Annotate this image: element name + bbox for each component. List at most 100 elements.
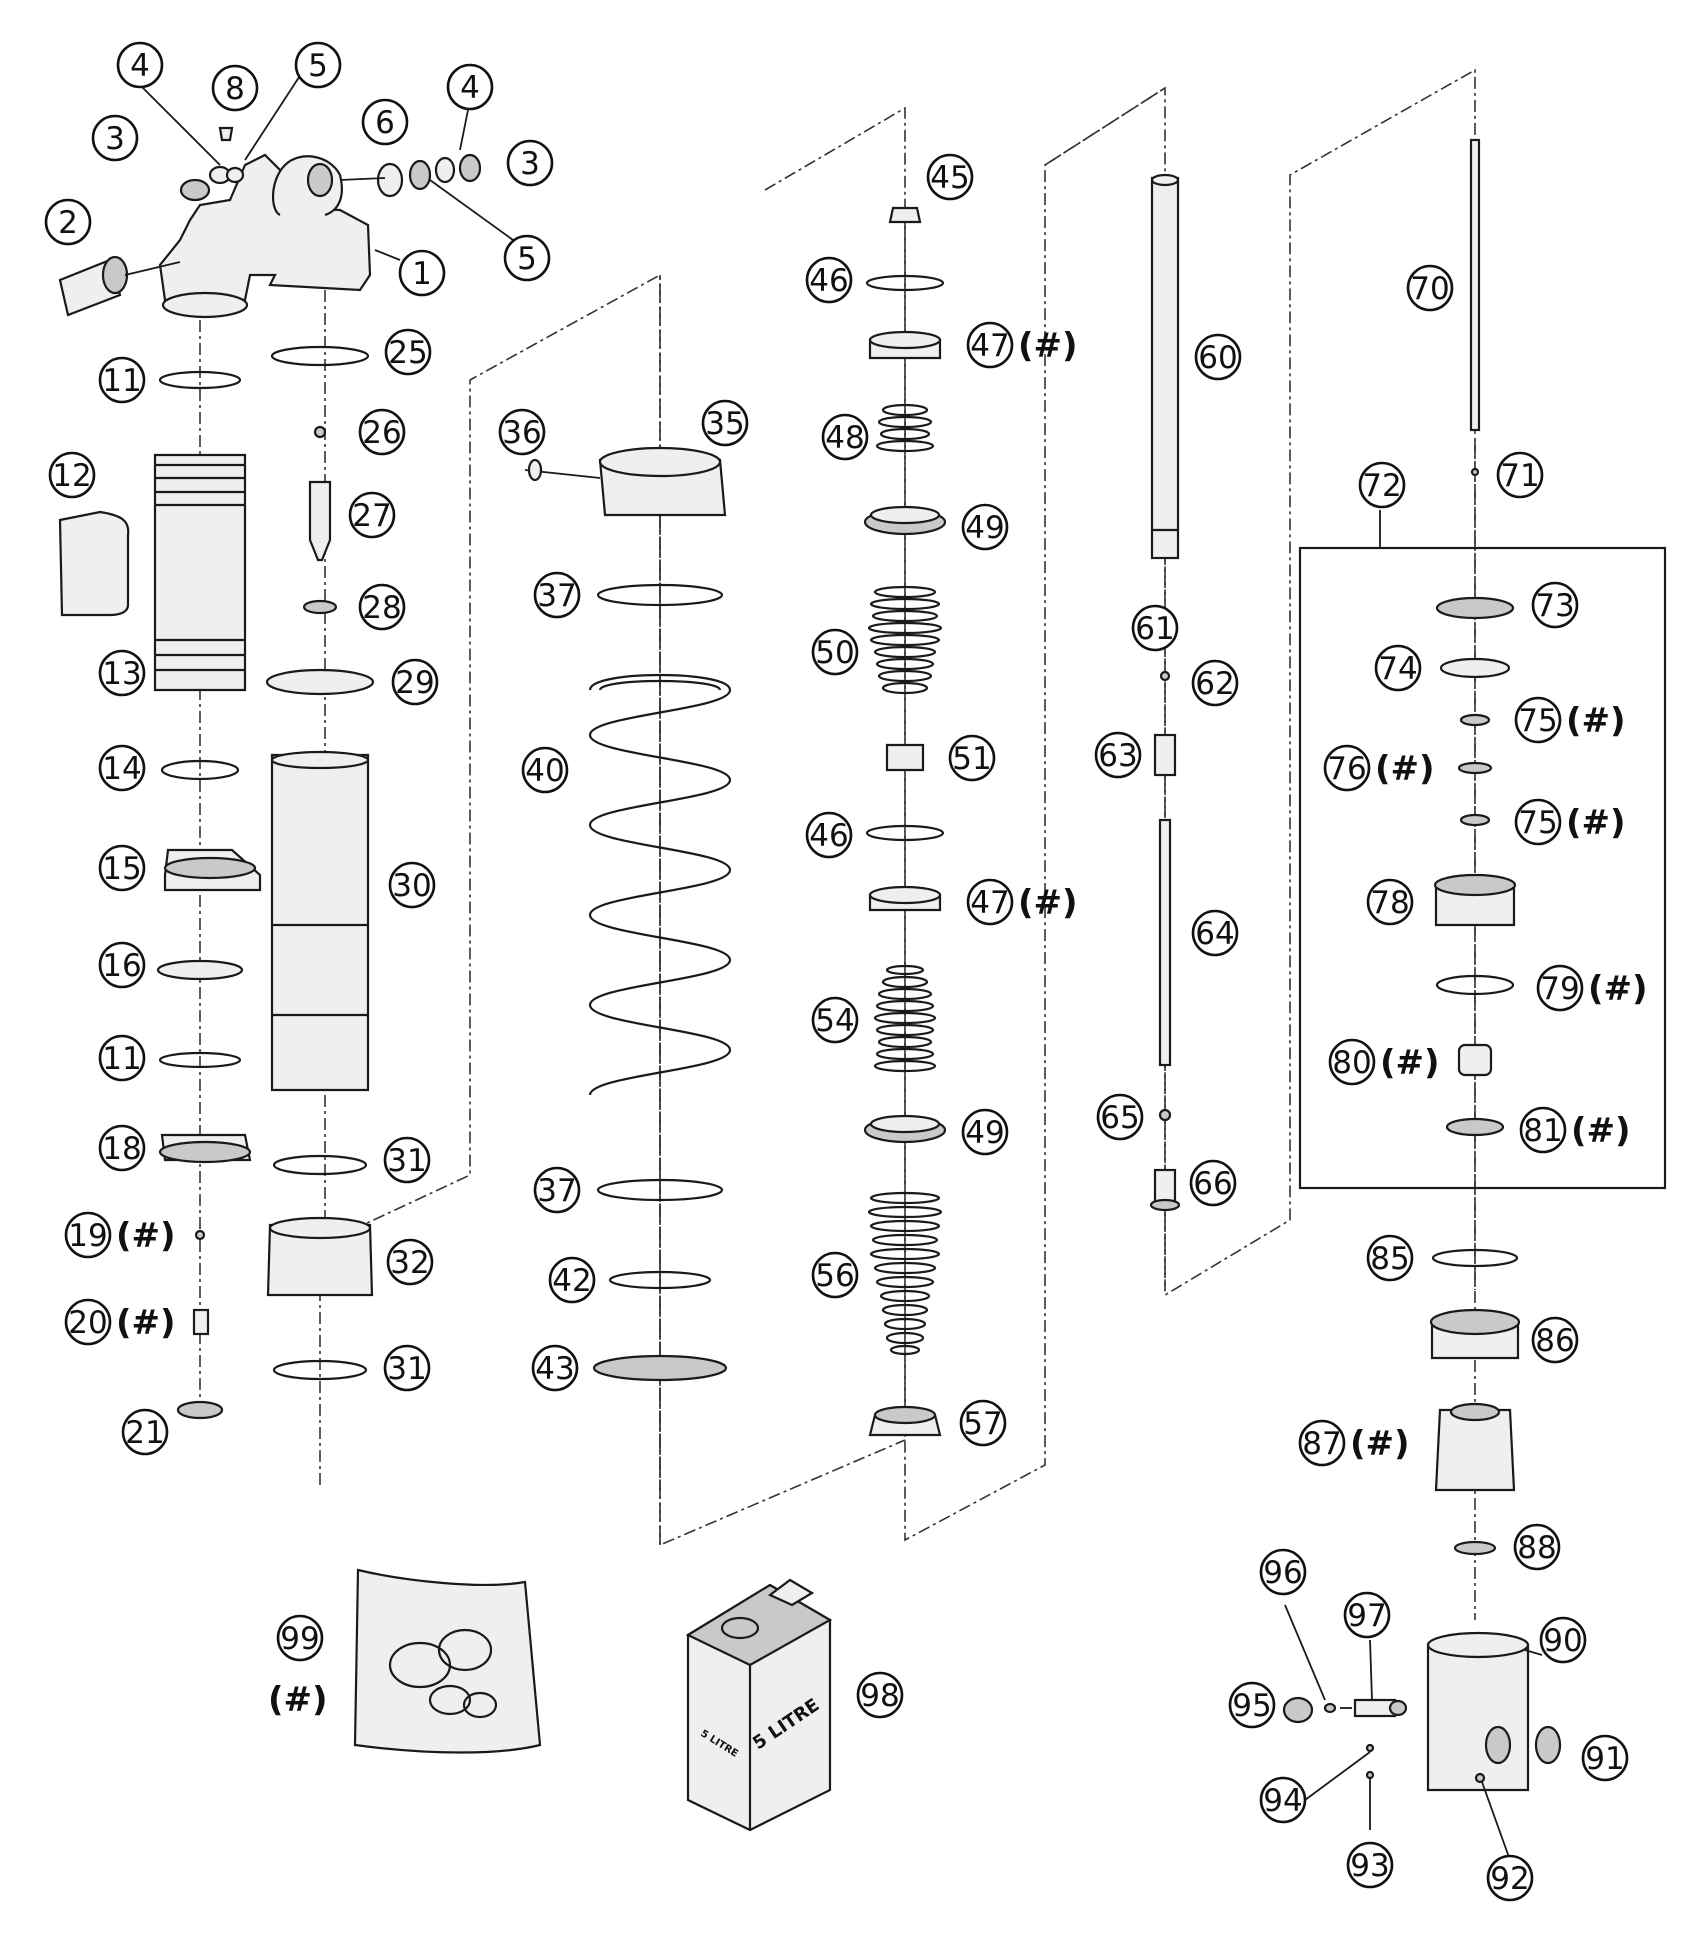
callout-number: 85	[1370, 1241, 1409, 1277]
optional-part-mark: (#)	[1375, 749, 1435, 789]
callout-number: 3	[520, 146, 540, 182]
callout-circle	[1131, 604, 1179, 652]
callout-72: 72	[1358, 461, 1406, 509]
callout-circle	[384, 328, 432, 376]
callout-circle	[398, 249, 446, 297]
callout-number: 57	[963, 1406, 1002, 1442]
callout-number: 3	[105, 121, 125, 157]
callout-3: 3	[506, 139, 554, 187]
callout-circle	[959, 1399, 1007, 1447]
callout-11: 11	[98, 1034, 146, 1082]
optional-part-mark: (#)	[1566, 701, 1626, 741]
callout-number: 64	[1195, 916, 1234, 952]
callout-circle	[503, 234, 551, 282]
callout-91: 91	[1581, 1734, 1629, 1782]
callout-14: 14	[98, 744, 146, 792]
callout-circle	[358, 408, 406, 456]
callout-99: 99	[276, 1614, 324, 1662]
optional-part-mark: (#)	[268, 1680, 328, 1720]
callout-93: 93	[1346, 1841, 1394, 1889]
callout-number: 48	[825, 420, 864, 456]
callout-circle	[383, 1344, 431, 1392]
callout-49: 49	[961, 1108, 1009, 1156]
callout-circle	[531, 1344, 579, 1392]
callout-circle	[1346, 1841, 1394, 1889]
callout-number: 61	[1135, 611, 1174, 647]
spring-column-parts	[524, 446, 732, 1382]
optional-part-mark: (#)	[1018, 326, 1078, 366]
panel-dividers	[319, 68, 1476, 1547]
callout-number: 31	[387, 1351, 426, 1387]
shaft-column-parts	[1149, 173, 1181, 1212]
callout-circle	[121, 1408, 169, 1456]
callout-circle	[348, 491, 396, 539]
callout-number: 25	[388, 335, 427, 371]
seal-kit-bag	[353, 1568, 542, 1754]
callout-circle	[966, 321, 1014, 369]
callout-number: 72	[1362, 468, 1401, 504]
callout-circle	[116, 41, 164, 89]
callout-circle	[388, 861, 436, 909]
callout-number: 14	[102, 751, 141, 787]
callout-circle	[1259, 1548, 1307, 1596]
callout-19: 19(#)	[64, 1211, 176, 1259]
callout-number: 4	[130, 48, 150, 84]
callout-3: 3	[91, 114, 139, 162]
callout-29: 29	[391, 658, 439, 706]
callout-28: 28	[358, 583, 406, 631]
callout-36: 36	[498, 408, 546, 456]
callout-16: 16	[98, 941, 146, 989]
callout-94: 94	[1259, 1776, 1307, 1824]
callout-circle	[506, 139, 554, 187]
callout-circle	[1531, 581, 1579, 629]
callout-70: 70	[1406, 264, 1454, 312]
callout-number: 87	[1302, 1426, 1341, 1462]
callout-circle	[811, 1251, 859, 1299]
callout-circle	[1228, 1681, 1276, 1729]
callout-number: 65	[1100, 1100, 1139, 1136]
optional-part-mark: (#)	[1588, 969, 1648, 1009]
callout-66: 66	[1189, 1159, 1237, 1207]
callout-circle	[1259, 1776, 1307, 1824]
callout-32: 32	[386, 1238, 434, 1286]
callout-circle	[358, 583, 406, 631]
callout-number: 20	[68, 1305, 107, 1341]
callout-27: 27	[348, 491, 396, 539]
callout-50: 50	[811, 628, 859, 676]
callout-circle	[98, 941, 146, 989]
callout-76: 76(#)	[1323, 744, 1435, 792]
callout-number: 21	[125, 1415, 164, 1451]
callout-18: 18	[98, 1124, 146, 1172]
callout-number: 43	[535, 1351, 574, 1387]
callout-48: 48	[821, 413, 869, 461]
callout-circle	[1358, 461, 1406, 509]
callout-79: 79(#)	[1536, 964, 1648, 1012]
callout-circle	[1366, 878, 1414, 926]
callout-circle	[1328, 1038, 1376, 1086]
callout-15: 15	[98, 844, 146, 892]
callout-number: 5	[308, 48, 328, 84]
callout-circle	[961, 503, 1009, 551]
callout-63: 63	[1094, 731, 1142, 779]
callout-number: 37	[537, 1173, 576, 1209]
callout-circle	[211, 64, 259, 112]
callout-circle	[1406, 264, 1454, 312]
callout-51: 51	[948, 734, 996, 782]
callout-number: 37	[537, 578, 576, 614]
callout-number: 76	[1327, 751, 1366, 787]
callout-60: 60	[1194, 333, 1242, 381]
callout-number: 71	[1500, 458, 1539, 494]
callout-circle	[1581, 1734, 1629, 1782]
callout-circle	[1366, 1234, 1414, 1282]
callout-number: 79	[1540, 971, 1579, 1007]
callout-number: 27	[352, 498, 391, 534]
callout-number: 80	[1332, 1045, 1371, 1081]
callout-circle	[64, 1211, 112, 1259]
callout-circle	[1531, 1316, 1579, 1364]
callout-number: 11	[102, 1041, 141, 1077]
callout-47: 47(#)	[966, 321, 1078, 369]
callout-circle	[64, 1298, 112, 1346]
callout-number: 28	[362, 590, 401, 626]
callout-21: 21	[121, 1408, 169, 1456]
callout-number: 91	[1585, 1741, 1624, 1777]
